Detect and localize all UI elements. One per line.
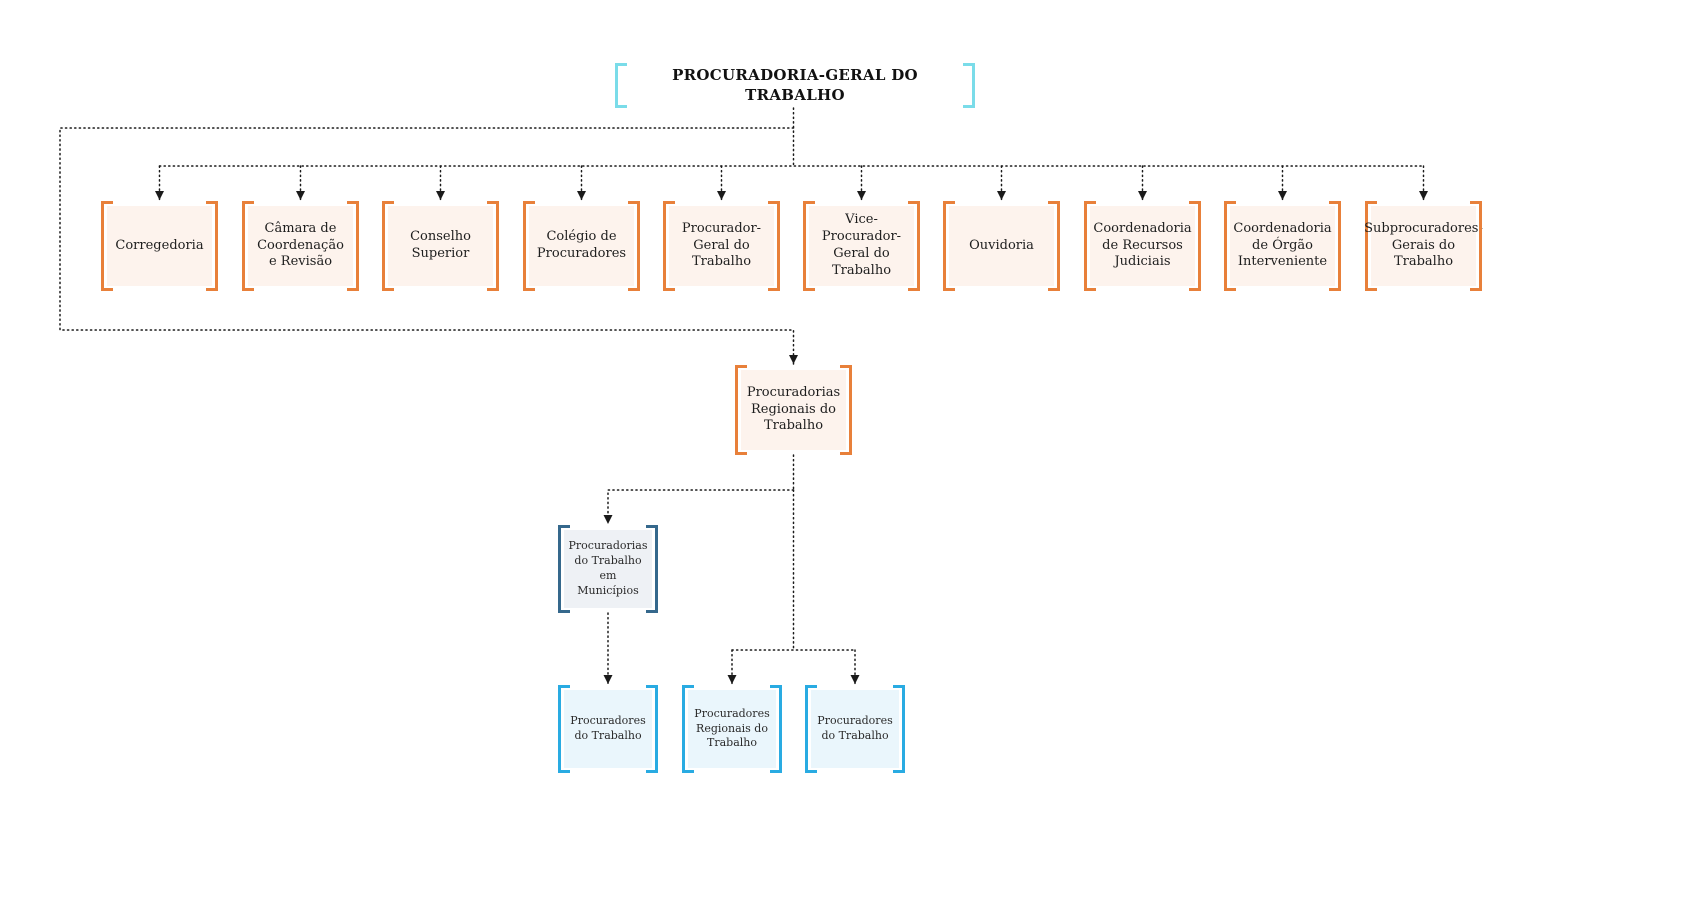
node-fill bbox=[1230, 206, 1335, 286]
node-fill bbox=[1090, 206, 1195, 286]
node-fill bbox=[949, 206, 1054, 286]
org-node-procuradores-trabalho-1: Procuradores do Trabalho bbox=[558, 685, 658, 773]
org-node-procuradores-regionais: Procuradores Regionais do Trabalho bbox=[682, 685, 782, 773]
node-fill bbox=[688, 690, 776, 768]
node-label: Procuradorias do Trabalho em Municípios bbox=[568, 539, 648, 597]
node-label: PROCURADORIA-GERAL DO TRABALHO bbox=[672, 66, 918, 104]
node-fill bbox=[669, 206, 774, 286]
org-node-colegio-procuradores: Colégio de Procuradores bbox=[523, 201, 640, 291]
connector-left-route bbox=[59, 127, 798, 365]
org-node-procuradoria-geral-root: PROCURADORIA-GERAL DO TRABALHO bbox=[615, 63, 975, 108]
node-fill bbox=[248, 206, 353, 286]
node-fill bbox=[564, 530, 652, 608]
node-fill bbox=[564, 690, 652, 768]
node-label: Corregedoria bbox=[115, 237, 204, 253]
org-node-subprocuradores-gerais: Subprocuradores-Gerais do Trabalho bbox=[1364, 201, 1483, 291]
org-node-coordenadoria-recursos-judiciais: Coordenadoria de Recursos Judiciais bbox=[1084, 201, 1201, 291]
node-label: Vice-Procurador-Geral do Trabalho bbox=[821, 212, 902, 278]
node-fill bbox=[809, 206, 914, 286]
node-fill bbox=[811, 690, 899, 768]
org-node-procuradores-trabalho-2: Procuradores do Trabalho bbox=[805, 685, 905, 773]
node-label: Procuradores do Trabalho bbox=[817, 714, 893, 742]
node-label: Conselho Superior bbox=[410, 229, 471, 261]
org-node-corregedoria: Corregedoria bbox=[101, 201, 218, 291]
node-label: Procuradores Regionais do Trabalho bbox=[694, 706, 770, 750]
node-fill bbox=[107, 206, 212, 286]
org-node-coordenadoria-orgao-interveniente: Coordenadoria de Órgão Interveniente bbox=[1224, 201, 1341, 291]
node-label: Subprocuradores-Gerais do Trabalho bbox=[1364, 220, 1483, 270]
org-node-camara-coordenacao-revisao: Câmara de Coordenação e Revisão bbox=[242, 201, 359, 291]
org-node-ouvidoria: Ouvidoria bbox=[943, 201, 1060, 291]
node-label: Coordenadoria de Recursos Judiciais bbox=[1093, 220, 1192, 270]
org-node-conselho-superior: Conselho Superior bbox=[382, 201, 499, 291]
node-label: Câmara de Coordenação e Revisão bbox=[257, 220, 344, 270]
org-node-procuradorias-regionais: Procuradorias Regionais do Trabalho bbox=[735, 365, 852, 455]
org-node-procuradorias-municipios: Procuradorias do Trabalho em Municípios bbox=[558, 525, 658, 613]
node-fill bbox=[741, 370, 846, 450]
node-label: Procuradores do Trabalho bbox=[570, 714, 646, 742]
node-label: Ouvidoria bbox=[969, 237, 1034, 253]
node-fill bbox=[621, 68, 969, 103]
node-label: Coordenadoria de Órgão Interveniente bbox=[1233, 220, 1332, 270]
node-fill bbox=[1371, 206, 1476, 286]
org-node-vice-procurador-geral: Vice-Procurador-Geral do Trabalho bbox=[803, 201, 920, 291]
node-label: Procurador-Geral do Trabalho bbox=[681, 220, 762, 270]
node-fill bbox=[529, 206, 634, 286]
org-node-procurador-geral-trabalho: Procurador-Geral do Trabalho bbox=[663, 201, 780, 291]
node-fill bbox=[388, 206, 493, 286]
node-label: Colégio de Procuradores bbox=[536, 229, 627, 261]
node-label: Procuradorias Regionais do Trabalho bbox=[746, 384, 841, 434]
